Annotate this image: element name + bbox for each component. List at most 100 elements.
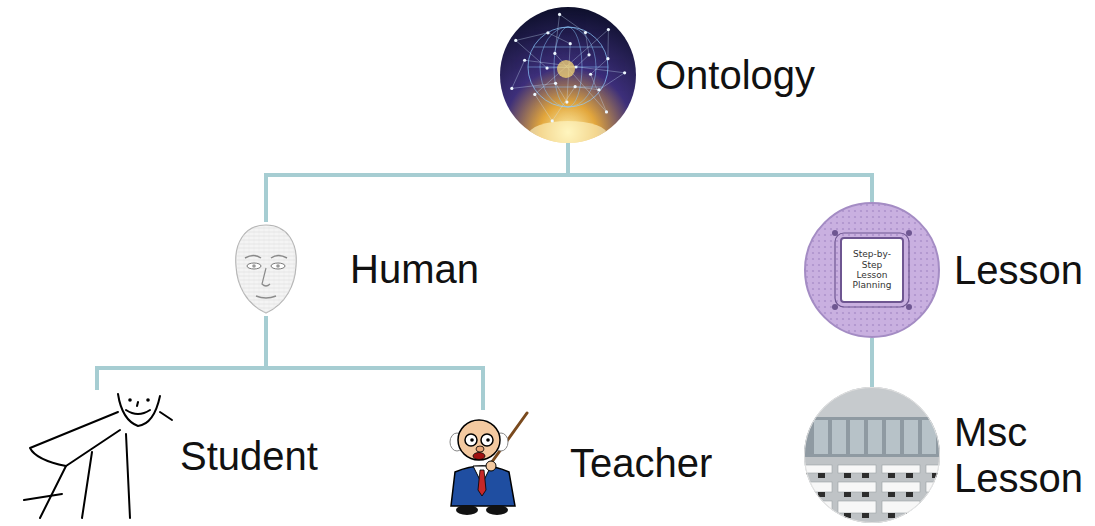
teacher-picture-part <box>478 470 486 496</box>
room-picture-part <box>906 473 913 478</box>
face-picture-part <box>259 222 260 316</box>
ontology-picture-part <box>565 100 568 103</box>
face-picture-part <box>228 296 304 297</box>
student-picture <box>22 390 172 522</box>
face-picture-part <box>239 222 240 316</box>
student-node: Student <box>22 390 318 522</box>
node-label: Teacher <box>570 440 712 486</box>
ontology-picture-part <box>554 82 557 85</box>
ontology-picture-part <box>546 31 549 34</box>
lesson-picture-part <box>805 203 939 337</box>
room-picture-part <box>950 513 957 518</box>
room-picture-part <box>932 492 939 497</box>
student-picture-part <box>126 434 130 518</box>
ontology-picture-part <box>535 94 552 121</box>
room-picture-part <box>800 473 807 478</box>
room-picture <box>804 387 940 523</box>
student-picture <box>22 390 172 522</box>
lesson-node: Lesson <box>804 202 1083 338</box>
face-picture-part <box>299 222 300 316</box>
face-picture-part <box>228 264 304 265</box>
face-picture <box>228 222 304 316</box>
tree-connector <box>266 143 568 222</box>
face-picture-part <box>228 308 304 309</box>
room-picture-part <box>800 513 807 518</box>
lesson-picture-part <box>832 230 838 236</box>
room-picture-part <box>838 465 876 473</box>
face-picture-part <box>228 300 304 301</box>
teacher-picture-part <box>476 446 484 452</box>
room-picture-part <box>862 473 869 478</box>
face-picture-part <box>228 256 304 257</box>
ontology-picture-part <box>533 47 602 48</box>
ontology-picture-part <box>555 14 560 53</box>
room-picture-part <box>906 513 913 518</box>
room-picture <box>794 387 964 523</box>
face-picture-part <box>247 263 261 269</box>
tree-connector <box>568 143 872 202</box>
face-picture-part <box>252 264 256 268</box>
student-picture-part <box>128 398 132 402</box>
face-picture-part <box>228 312 304 313</box>
teacher-picture-part <box>451 466 515 506</box>
ontology-picture-part <box>516 40 547 68</box>
face-picture-part <box>276 264 280 268</box>
tree-connector <box>870 338 874 387</box>
face-picture-part <box>228 236 304 237</box>
teacher-picture-part <box>486 505 508 515</box>
ontology-picture-part <box>585 33 589 55</box>
node-texts: Ontology <box>655 52 815 98</box>
lesson-picture-part <box>832 304 838 310</box>
tree-connector <box>266 316 483 410</box>
ontology-picture-part <box>591 74 607 112</box>
room-picture-part <box>794 387 964 523</box>
node-label: Msc Lesson <box>954 409 1083 501</box>
room-picture-part <box>800 492 807 497</box>
ontology-picture-part <box>555 53 607 111</box>
room-picture-part <box>888 473 895 478</box>
face-picture-part <box>245 256 261 259</box>
room-picture-part <box>904 420 918 454</box>
room-picture-part <box>818 473 825 478</box>
face-picture-part <box>228 252 304 253</box>
ontology-picture-part <box>558 13 561 16</box>
face-picture-part <box>271 263 285 269</box>
ontology-picture-part <box>575 87 599 90</box>
face-picture-part <box>262 268 270 286</box>
face-picture-part <box>228 292 304 293</box>
room-picture-part <box>868 420 882 454</box>
face-picture-part <box>228 240 304 241</box>
ontology-picture-part <box>587 53 590 56</box>
room-picture-part <box>838 482 876 492</box>
ontology-picture-part <box>560 14 586 32</box>
ontology-picture-part <box>552 87 575 121</box>
room-picture-part <box>926 501 964 513</box>
node-label: Ontology <box>655 52 815 98</box>
face-picture-part <box>228 244 304 245</box>
ontology-node: Ontology <box>500 7 815 143</box>
lesson-picture-part <box>841 238 903 302</box>
face-picture-part <box>294 222 295 316</box>
face-picture-part <box>228 228 304 229</box>
student-picture-part <box>40 466 66 518</box>
ontology-picture-part <box>623 71 626 74</box>
ontology-picture-part <box>599 73 625 90</box>
node-texts: Teacher <box>570 440 712 486</box>
student-picture-part <box>146 398 150 402</box>
room-picture-part <box>862 513 869 518</box>
student-picture-part <box>24 494 62 500</box>
ontology-picture-part <box>553 52 556 55</box>
teacher-picture <box>450 413 527 515</box>
room-picture-part <box>804 387 940 523</box>
ontology-picture-part <box>589 73 592 76</box>
ontology-picture-part <box>528 121 608 149</box>
face-picture-part <box>234 222 235 316</box>
teacher-picture-part <box>486 461 496 471</box>
lesson-picture-part <box>906 304 912 310</box>
face-picture-part <box>228 232 304 233</box>
ontology-picture-part <box>607 30 608 59</box>
ontology-picture-part <box>606 57 609 60</box>
face-picture-part <box>289 222 290 316</box>
face-picture-part <box>228 276 304 277</box>
